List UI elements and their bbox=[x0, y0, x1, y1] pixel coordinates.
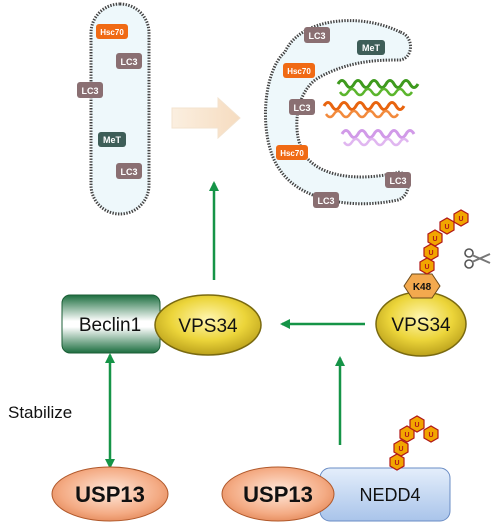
ubiquitin bbox=[427, 229, 443, 247]
ubiquitin-label: U bbox=[394, 460, 399, 467]
met-tag bbox=[357, 40, 385, 55]
hsc70-tag bbox=[283, 63, 315, 78]
vps34-label: VPS34 bbox=[178, 316, 238, 337]
hsc70-tag bbox=[276, 145, 308, 160]
cargo-chain-purple bbox=[342, 137, 410, 147]
usp13-left: USP13 bbox=[51, 466, 169, 522]
k48-label: K48 bbox=[413, 282, 432, 293]
lc3-tag-label: LC3 bbox=[120, 167, 137, 177]
usp13-label: USP13 bbox=[243, 482, 313, 507]
lc3-tag-label: LC3 bbox=[120, 57, 137, 67]
ubiquitin-label: U bbox=[428, 250, 433, 257]
stabilize-label: Stabilize bbox=[8, 403, 72, 422]
cargo-chain-green bbox=[336, 79, 420, 89]
beclin1-label: Beclin1 bbox=[79, 315, 141, 336]
nedd4-label: NEDD4 bbox=[359, 485, 420, 505]
lc3-tag bbox=[77, 82, 103, 98]
ubiquitin-label: U bbox=[444, 224, 449, 231]
lc3-tag-label: LC3 bbox=[317, 196, 334, 206]
ubiquitin-chain: U U U U U bbox=[389, 415, 439, 471]
ubiquitin-label: U bbox=[432, 236, 437, 243]
usp13-nedd4-complex: NEDD4 USP13 U U U U U bbox=[221, 415, 451, 522]
ubiquitinated-vps34: VPS34 K48 U U U U U bbox=[375, 209, 491, 357]
lc3-tag-label: LC3 bbox=[81, 86, 98, 96]
cargo-chain-green bbox=[338, 87, 414, 97]
usp13-label: USP13 bbox=[75, 482, 145, 507]
lc3-tag-label: LC3 bbox=[389, 176, 406, 186]
beclin1-vps34-complex: Beclin1 VPS34 bbox=[61, 294, 262, 356]
ubiquitin-label: U bbox=[428, 432, 433, 439]
cargo-chain-orange bbox=[322, 101, 406, 111]
hsc70-tag-label: Hsc70 bbox=[100, 28, 124, 37]
vps34-ellipse bbox=[154, 294, 262, 356]
right-autophagosome: LC3 MeT Hsc70 LC3 Hsc70 LC3 LC3 bbox=[264, 19, 420, 208]
ubiquitin-label: U bbox=[424, 264, 429, 271]
ubiquitin bbox=[399, 425, 415, 443]
k48-hexagon bbox=[403, 273, 441, 299]
lc3-tag bbox=[313, 192, 339, 208]
ubiquitin bbox=[453, 209, 469, 227]
ubiquitin-chain: U U U U U bbox=[419, 209, 469, 275]
ubiquitin-label: U bbox=[398, 446, 403, 453]
lc3-tag-label: LC3 bbox=[308, 31, 325, 41]
scissors-icon bbox=[464, 248, 491, 269]
lc3-tag bbox=[116, 53, 142, 69]
hsc70-tag-label: Hsc70 bbox=[287, 67, 311, 76]
cargo-chain-purple bbox=[340, 129, 416, 139]
ubiquitin-label: U bbox=[458, 216, 463, 223]
usp13-ellipse bbox=[221, 466, 335, 522]
met-tag-label: MeT bbox=[362, 43, 381, 53]
met-tag bbox=[98, 132, 126, 147]
lc3-tag bbox=[289, 99, 315, 115]
vps34-label: VPS34 bbox=[391, 315, 451, 336]
transition-arrow bbox=[171, 96, 241, 140]
lc3-tag bbox=[385, 172, 411, 188]
ubiquitin-label: U bbox=[404, 432, 409, 439]
ubiquitin bbox=[409, 415, 425, 433]
ubiquitin-label: U bbox=[414, 422, 419, 429]
usp13-ellipse bbox=[51, 466, 169, 522]
ubiquitin bbox=[423, 425, 439, 443]
lc3-tag bbox=[304, 27, 330, 43]
cargo-chain-orange bbox=[324, 109, 400, 119]
hsc70-tag-label: Hsc70 bbox=[280, 149, 304, 158]
ubiquitin bbox=[393, 439, 409, 457]
hsc70-tag bbox=[96, 24, 128, 39]
lc3-tag bbox=[116, 163, 142, 179]
ubiquitin bbox=[439, 217, 455, 235]
met-tag-label: MeT bbox=[103, 135, 122, 145]
left-phagophore: Hsc70 LC3 LC3 MeT LC3 bbox=[77, 2, 151, 216]
lc3-tag-label: LC3 bbox=[293, 103, 310, 113]
